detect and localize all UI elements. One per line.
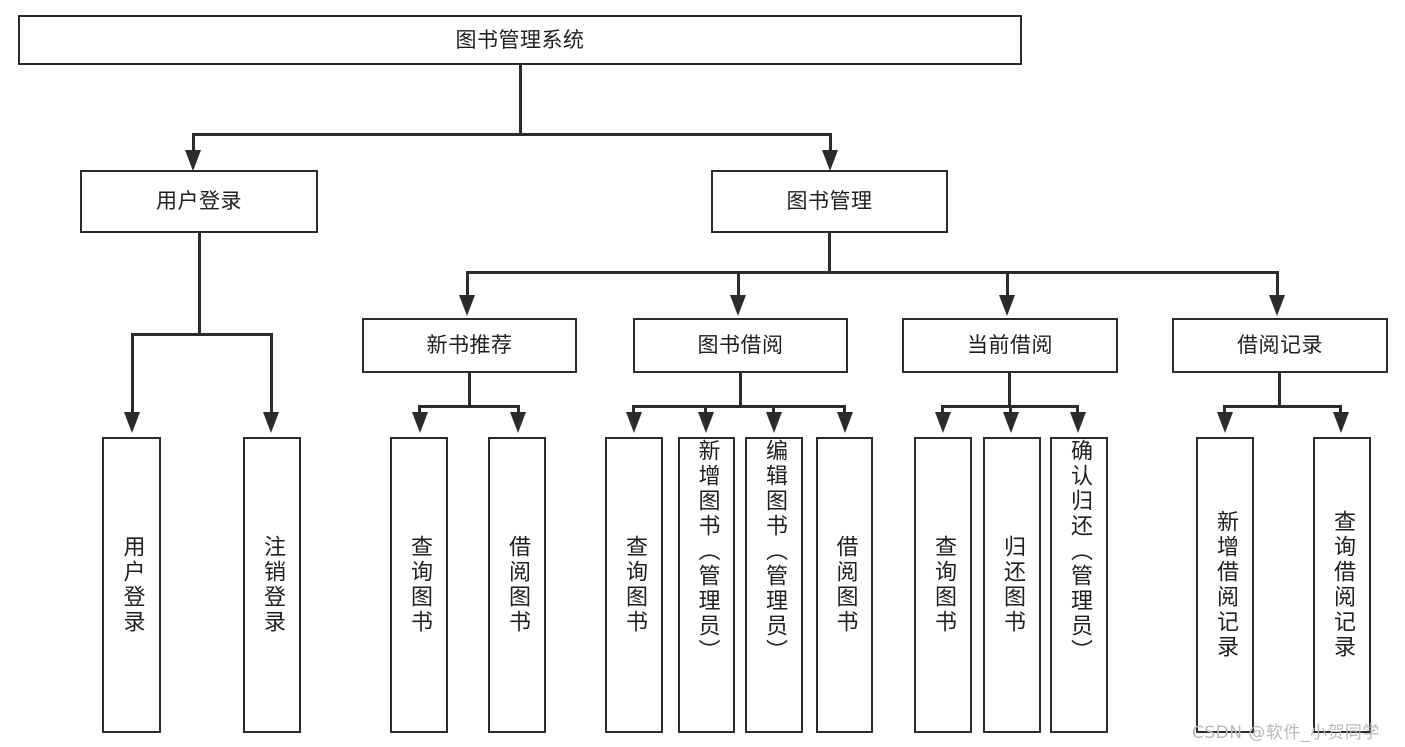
arrow-br-to-leaf1: [1217, 412, 1233, 433]
edge-bb-bus: [632, 405, 846, 408]
edge-user-login-stem: [198, 233, 201, 335]
node-current-borrow-label: 当前借阅: [967, 333, 1053, 358]
node-current-borrow[interactable]: 当前借阅: [902, 318, 1118, 373]
node-leaf-add-borrow-record[interactable]: 新增借阅记录: [1196, 437, 1254, 733]
edge-book-manage-bus: [466, 271, 1278, 274]
node-book-borrow[interactable]: 图书借阅: [633, 318, 848, 373]
edge-bm-to-book-borrow: [737, 271, 740, 300]
node-new-book-recommend[interactable]: 新书推荐: [362, 318, 577, 373]
arrow-root-to-book-manage: [822, 150, 838, 171]
node-leaf-query-book-1[interactable]: 查询图书: [390, 437, 448, 733]
edge-bb-to-leaf1: [632, 405, 635, 417]
edge-cb-stem: [1008, 373, 1011, 407]
node-leaf-return-book[interactable]: 归还图书: [983, 437, 1041, 733]
node-user-login[interactable]: 用户登录: [80, 170, 318, 233]
node-leaf-add-book-admin[interactable]: 新增图书（管理员）: [678, 437, 735, 733]
edge-br-stem: [1278, 373, 1281, 407]
arrow-cb-to-leaf1: [935, 412, 951, 433]
edge-root-stem: [519, 65, 522, 135]
node-book-borrow-label: 图书借阅: [697, 333, 784, 358]
edge-nbr-stem: [468, 373, 471, 407]
node-leaf-query-book-3-label: 查询图书: [931, 535, 956, 635]
node-book-manage[interactable]: 图书管理: [711, 170, 948, 233]
node-leaf-borrow-book-2-label: 借阅图书: [832, 535, 858, 635]
arrow-bb-to-leaf4: [837, 412, 853, 433]
arrow-user-login-to-leaf1: [124, 412, 140, 433]
node-leaf-logout-login-label: 注销登录: [260, 535, 285, 635]
edge-bb-stem: [739, 373, 742, 407]
arrow-br-to-leaf2: [1333, 412, 1349, 433]
arrow-bb-to-leaf2: [698, 412, 714, 433]
node-leaf-add-book-admin-label: 新增图书（管理员）: [694, 439, 720, 664]
edge-user-login-to-leaf2: [270, 333, 273, 417]
edge-bm-to-current-borrow: [1006, 271, 1009, 300]
arrow-bb-to-leaf1: [626, 412, 642, 433]
node-leaf-query-book-2-label: 查询图书: [622, 535, 647, 635]
edge-root-to-user-login: [192, 133, 195, 156]
node-leaf-query-borrow-record[interactable]: 查询借阅记录: [1313, 437, 1371, 733]
edge-user-login-to-leaf1: [131, 333, 134, 417]
node-leaf-add-borrow-record-label: 新增借阅记录: [1213, 510, 1238, 660]
edge-bb-to-leaf2: [704, 405, 707, 417]
edge-br-bus: [1223, 405, 1341, 408]
node-root-label: 图书管理系统: [455, 27, 585, 52]
node-leaf-logout-login[interactable]: 注销登录: [243, 437, 301, 733]
arrow-nbr-to-leaf2: [510, 412, 526, 433]
arrow-bm-to-new-book: [459, 295, 475, 316]
edge-nbr-bus: [418, 405, 520, 408]
edge-bb-to-leaf3: [772, 405, 775, 417]
arrow-nbr-to-leaf1: [412, 412, 428, 433]
node-leaf-user-login[interactable]: 用户登录: [102, 437, 161, 733]
arrow-bb-to-leaf3: [766, 412, 782, 433]
node-leaf-return-book-label: 归还图书: [1000, 535, 1025, 635]
node-leaf-query-book-1-label: 查询图书: [407, 535, 432, 635]
node-borrow-record[interactable]: 借阅记录: [1172, 318, 1388, 373]
edge-root-bus: [192, 133, 832, 136]
edge-nbr-to-leaf1: [418, 405, 421, 417]
edge-br-to-leaf2: [1339, 405, 1342, 417]
node-leaf-user-login-label: 用户登录: [119, 535, 145, 635]
edge-cb-to-leaf2: [1009, 405, 1012, 417]
edge-cb-to-leaf1: [941, 405, 944, 417]
node-new-book-recommend-label: 新书推荐: [426, 333, 513, 358]
edge-book-manage-stem: [828, 233, 831, 273]
node-leaf-edit-book-admin-label: 编辑图书（管理员）: [762, 439, 787, 664]
node-leaf-confirm-return-admin[interactable]: 确认归还（管理员）: [1050, 437, 1108, 733]
arrow-cb-to-leaf3: [1070, 412, 1086, 433]
edge-root-to-book-manage: [829, 133, 832, 156]
edge-nbr-to-leaf2: [517, 405, 520, 417]
node-leaf-confirm-return-admin-label: 确认归还（管理员）: [1067, 439, 1092, 664]
node-leaf-borrow-book-2[interactable]: 借阅图书: [816, 437, 873, 733]
node-user-login-label: 用户登录: [156, 189, 242, 214]
edge-bm-to-borrow-record: [1276, 271, 1279, 300]
edge-cb-to-leaf3: [1076, 405, 1079, 417]
node-leaf-borrow-book-1[interactable]: 借阅图书: [488, 437, 546, 733]
node-leaf-query-book-2[interactable]: 查询图书: [605, 437, 663, 733]
edge-bm-to-new-book: [466, 271, 469, 300]
edge-br-to-leaf1: [1223, 405, 1226, 417]
arrow-bm-to-current-borrow: [999, 295, 1015, 316]
node-leaf-query-book-3[interactable]: 查询图书: [914, 437, 972, 733]
arrow-root-to-user-login: [185, 150, 201, 171]
node-book-manage-label: 图书管理: [786, 189, 873, 214]
arrow-user-login-to-leaf2: [263, 412, 279, 433]
node-borrow-record-label: 借阅记录: [1237, 333, 1323, 358]
edge-bb-to-leaf4: [843, 405, 846, 417]
node-leaf-borrow-book-1-label: 借阅图书: [505, 535, 530, 635]
arrow-bm-to-borrow-record: [1269, 295, 1285, 316]
node-leaf-edit-book-admin[interactable]: 编辑图书（管理员）: [745, 437, 803, 733]
arrow-bm-to-book-borrow: [730, 295, 746, 316]
node-root[interactable]: 图书管理系统: [18, 15, 1022, 65]
csdn-watermark: CSDN @软件_小贺同学: [1192, 723, 1380, 743]
node-leaf-query-borrow-record-label: 查询借阅记录: [1330, 510, 1355, 660]
arrow-cb-to-leaf2: [1003, 412, 1019, 433]
edge-user-login-bus: [131, 333, 272, 336]
